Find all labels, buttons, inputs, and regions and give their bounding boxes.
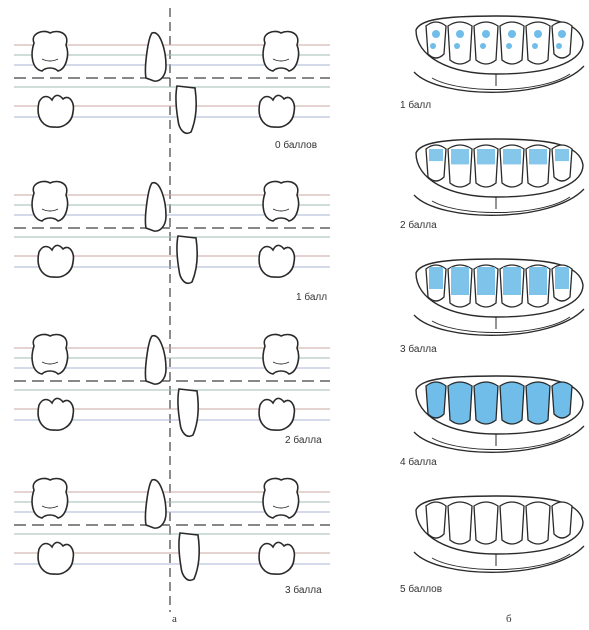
stain-spot [558,30,566,38]
molar-cross-section-icon [259,542,294,574]
panel-b-row-2-label: 2 балла [400,219,437,231]
tooth-crown [500,382,524,424]
tooth-crown [426,22,446,58]
stain-area [429,267,443,289]
stain-area [555,149,569,161]
stain-spot [532,43,538,49]
panel-b-row-1-label: 1 балл [400,99,431,111]
stain-area [451,149,469,164]
panel-b-letter: б [506,613,512,625]
incisor-profile-icon [177,236,197,283]
tooth-crown [426,502,446,538]
panel-b-row-4-label: 4 балла [400,456,437,468]
occlusion-diagram-icon [14,31,330,133]
occlusion-diagram-icon [14,478,330,580]
stain-area [451,267,469,295]
stain-spot [534,30,542,38]
lower-arch-line [432,74,570,90]
tooth-crown [526,502,550,544]
tooth-crown [474,502,498,544]
tooth-crown [426,382,446,418]
tooth-crown [552,22,572,58]
tooth-crown [448,22,472,64]
panel-a-letter: а [172,613,177,625]
front-teeth-arch-icon [414,139,584,215]
panel-a-row-1-label: 0 баллов [275,139,317,151]
stain-area [529,267,547,295]
molar-cross-section-icon [259,398,294,430]
molar-cross-section-icon [263,334,299,374]
molar-cross-section-icon [263,31,299,71]
stain-spot [556,43,562,49]
stain-area [503,267,521,295]
molar-cross-section-icon [263,478,299,518]
stain-area [555,267,569,289]
lower-arch-line [432,554,570,570]
stain-area [529,149,547,164]
front-teeth-arch-icon [414,16,584,92]
incisor-profile-icon [145,480,166,528]
incisor-profile-icon [176,86,196,133]
occlusion-diagram-icon [14,334,330,436]
front-teeth-arch-icon [414,259,584,335]
front-teeth-arch-icon [414,496,584,572]
stain-area [477,149,495,164]
tooth-crown [526,382,550,424]
lower-arch-line [432,434,570,450]
tooth-crown [500,22,524,64]
molar-cross-section-icon [38,398,73,430]
incisor-profile-icon [178,389,198,436]
molar-cross-section-icon [32,31,68,71]
tooth-crown [500,502,524,544]
tooth-crown [474,22,498,64]
stain-area [429,149,443,161]
incisor-profile-icon [179,533,199,580]
tooth-crown [448,502,472,544]
tooth-crown [552,502,572,538]
panel-b-row-5-label: 5 баллов [400,583,442,595]
occlusion-diagram-icon [14,181,330,283]
panel-a-row-2-label: 1 балл [296,291,327,303]
stain-spot [482,30,490,38]
molar-cross-section-icon [32,478,68,518]
panel-b-row-3-label: 3 балла [400,343,437,355]
panel-a-row-4-label: 3 балла [285,584,322,596]
panel-a-row-3-label: 2 балла [285,434,322,446]
tooth-crown [526,22,550,64]
molar-cross-section-icon [259,95,294,127]
incisor-profile-icon [145,336,166,384]
molar-cross-section-icon [32,334,68,374]
molar-cross-section-icon [38,95,73,127]
panel-a-occlusion-diagrams [14,8,330,612]
stain-spot [432,30,440,38]
stain-spot [454,43,460,49]
lower-arch-line [432,317,570,333]
tooth-crown [474,382,498,424]
front-teeth-arch-icon [414,376,584,452]
incisor-profile-icon [145,183,166,231]
molar-cross-section-icon [38,245,73,277]
stain-spot [506,43,512,49]
stain-spot [480,43,486,49]
incisor-profile-icon [145,33,166,81]
stain-spot [456,30,464,38]
stain-spot [508,30,516,38]
tooth-crown [448,382,472,424]
tooth-crown [552,382,572,418]
stain-spot [430,43,436,49]
molar-cross-section-icon [32,181,68,221]
stain-area [477,267,495,295]
stain-area [503,149,521,164]
lower-arch-line [432,197,570,213]
molar-cross-section-icon [263,181,299,221]
molar-cross-section-icon [38,542,73,574]
panel-b-front-teeth-arches [414,16,584,572]
molar-cross-section-icon [259,245,294,277]
